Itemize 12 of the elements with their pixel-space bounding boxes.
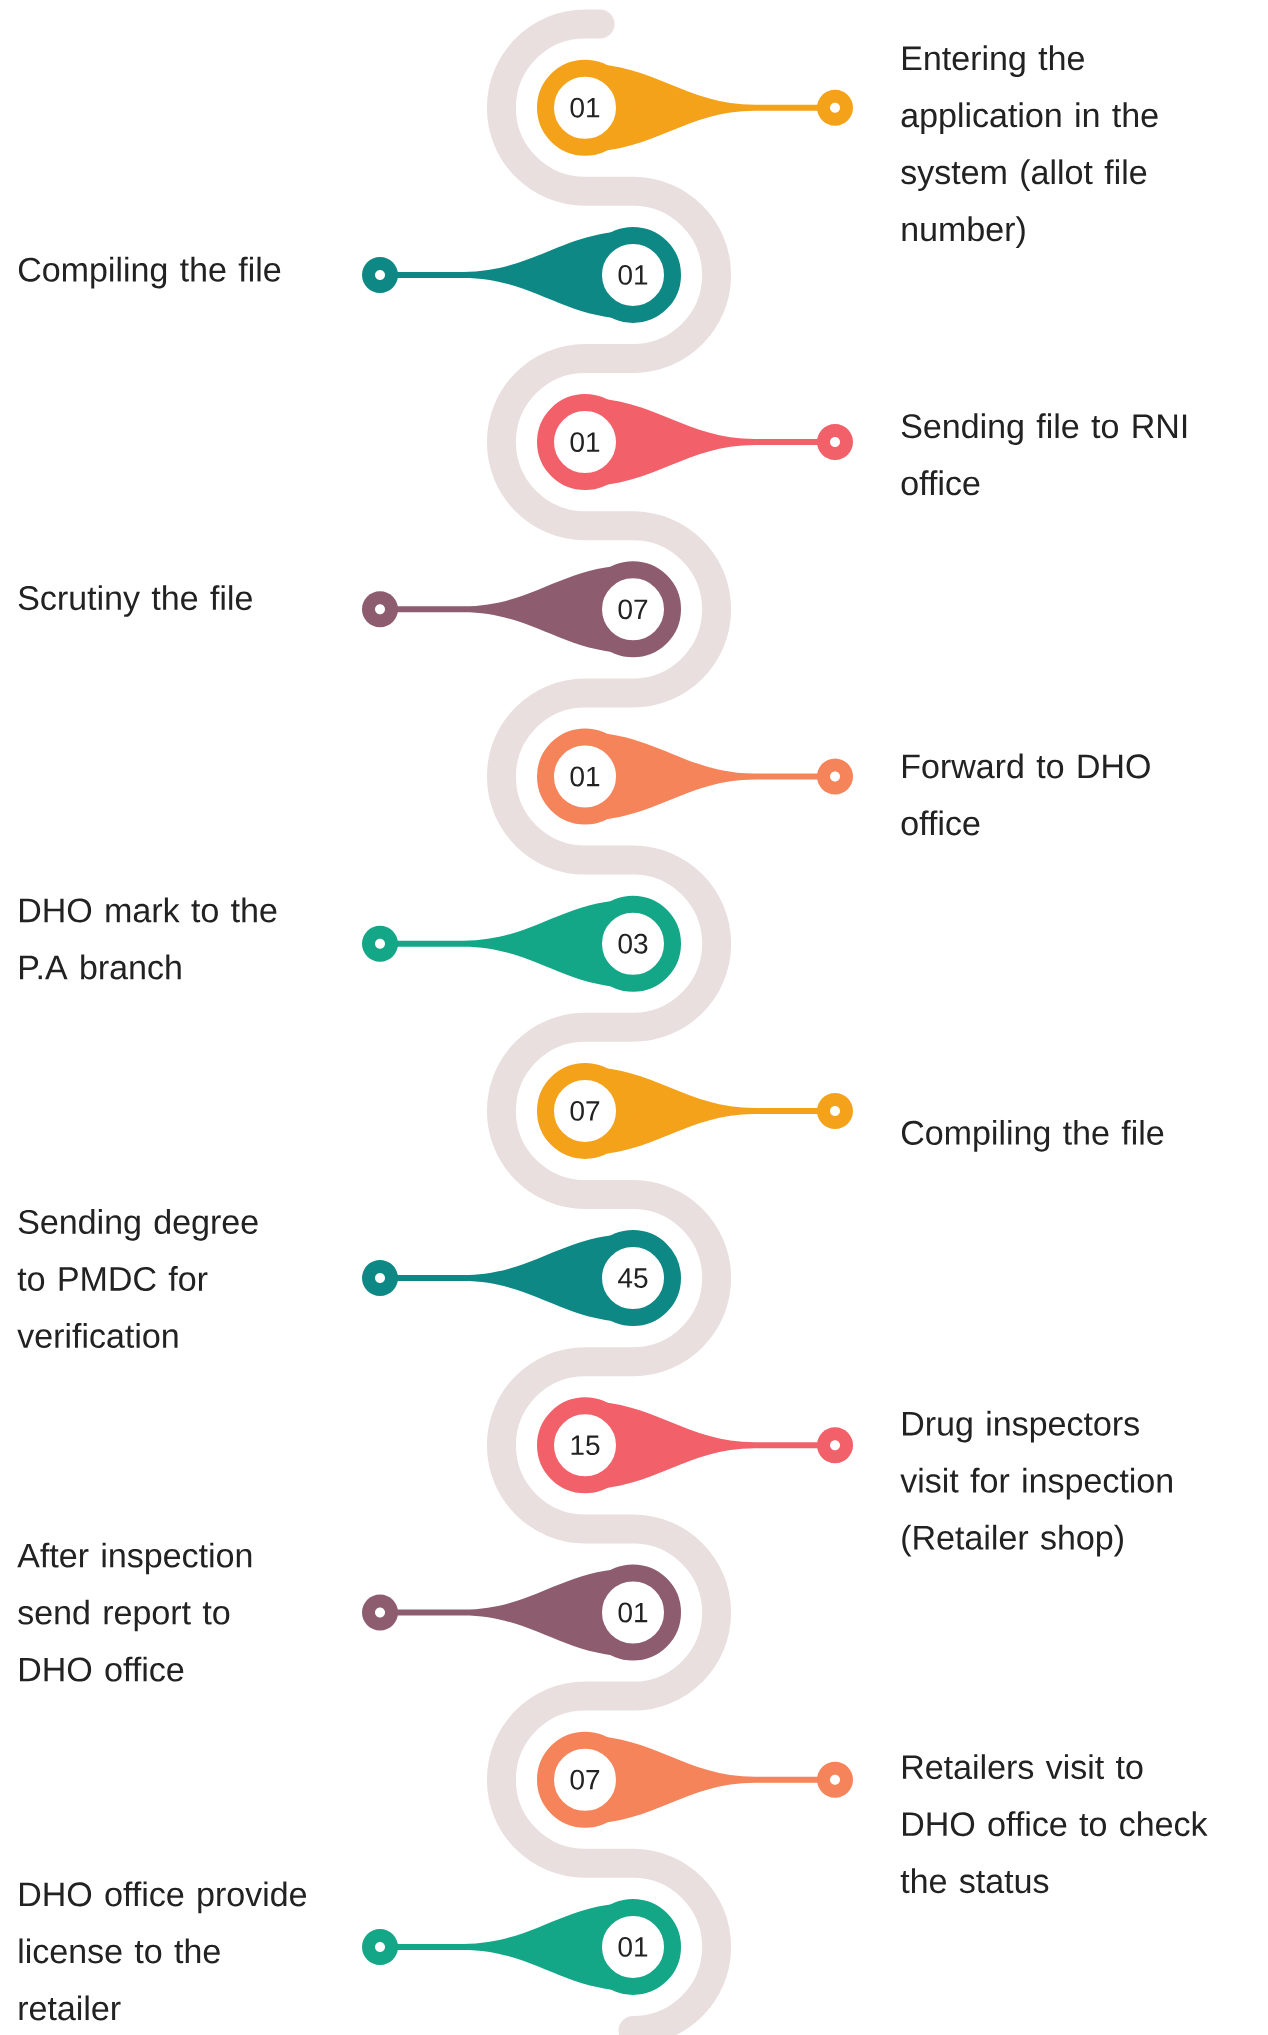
step-description: Compiling the file (18, 256, 281, 289)
step-description: Compiling the file (901, 1119, 1164, 1152)
step-description: Drug inspectors visit for inspection (Retailer shop) (900, 1410, 1172, 1557)
step-description: DHO mark to the P.A branch (20, 897, 277, 980)
step-description: Sending degree to PMDC for verification (17, 1209, 258, 1348)
step-description: After inspection send report to DHO office (17, 1542, 252, 1682)
step-description: Scrutiny the file (18, 585, 252, 617)
step-description: Sending file to RNI office (901, 413, 1187, 496)
step-description: Entering the application in the system (allot file number) (901, 45, 1158, 249)
step-description: Retailers visit to DHO office to check the status (900, 1754, 1208, 1894)
step-description: Forward to DHO office (901, 753, 1150, 836)
step-description: DHO office provide license to the retailer (19, 1881, 307, 2021)
